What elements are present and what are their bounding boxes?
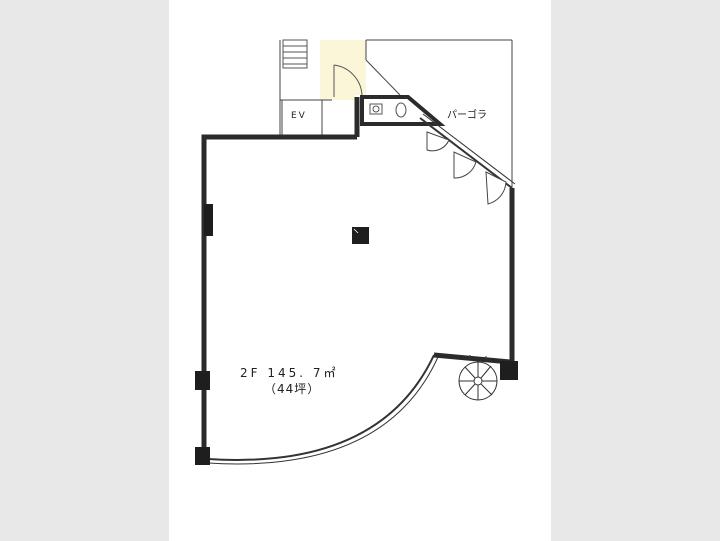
- sink-basin: [372, 105, 380, 113]
- pillar-left-upper: [204, 204, 213, 236]
- elevator-label: EV: [291, 111, 307, 121]
- floor-area-tsubo-label: （44坪）: [264, 382, 321, 396]
- pillar-bottom-right: [500, 361, 518, 380]
- curved-wall: [207, 354, 439, 465]
- sink-fixture: [369, 103, 383, 115]
- restroom: [360, 95, 446, 126]
- toilet-fixture: [395, 102, 407, 118]
- entrance-door: [333, 64, 363, 98]
- pillar-bottom-left: [195, 447, 210, 465]
- pillar-center-mark: [353, 228, 359, 234]
- pillars: [195, 204, 518, 465]
- spiral-stairs: [458, 355, 498, 401]
- diagonal-glazing: [419, 113, 516, 189]
- straight-stairs: [282, 39, 308, 69]
- floor-area-label: 2F 145. 7㎡: [240, 366, 339, 380]
- entrance-landing-tint: [320, 40, 366, 100]
- main-walls: [201, 97, 515, 458]
- pillar-left-lower: [195, 371, 210, 390]
- pergola-label: パーゴラ: [447, 110, 487, 121]
- diagonal-doors: [426, 131, 507, 205]
